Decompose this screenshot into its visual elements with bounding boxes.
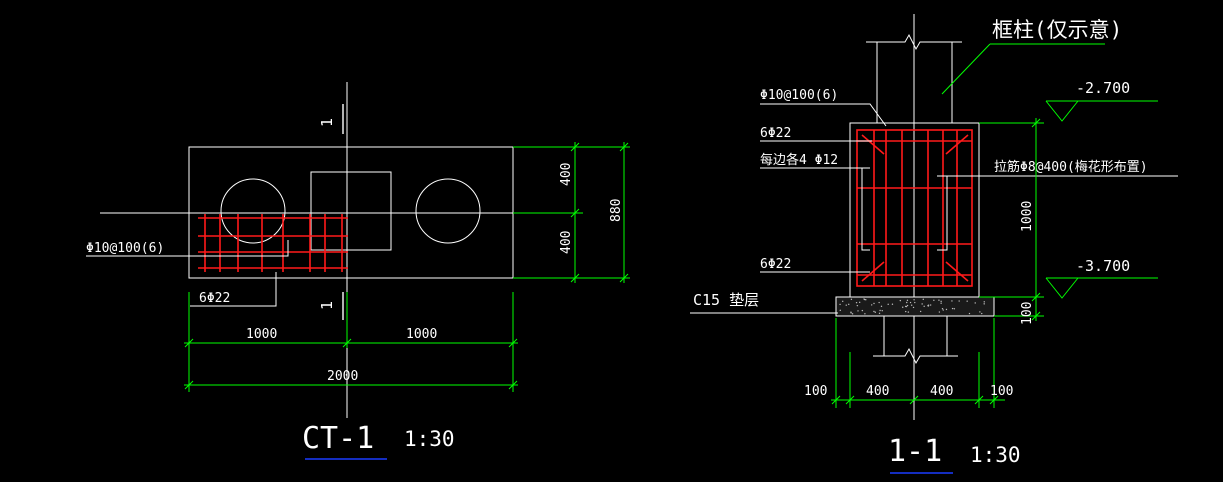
stirrup-label: Φ10@100(6) [86,241,164,256]
section-vertical-dims [979,118,1044,321]
dim-bottom-400: 400 [559,231,574,254]
bottom-dim-lines [184,292,518,392]
bottom-bar-label: 6Φ22 [760,257,791,272]
stirrup-leader [86,240,289,257]
rebar-grid [198,214,348,272]
section-rebar [856,129,973,287]
elevation-top: -2.700 [1076,79,1130,97]
top-bar-label: 6Φ22 [760,126,791,141]
section-1-1-view: Φ10@100(6) 6Φ22 每边各4 Φ12 6Φ22 C15 垫层 拉筋Φ… [690,14,1178,474]
dim-right-100: 100 [990,384,1013,399]
column-note: 框柱(仅示意) [992,18,1122,42]
right-dim-lines [513,142,630,283]
pile-below [873,316,958,365]
right-scale: 1:30 [970,443,1021,467]
dim-total-880: 880 [609,199,624,222]
section-bottom-dims [831,318,1005,408]
tie-label: 拉筋Φ8@400(梅花形布置) [994,159,1148,175]
ct1-plan-view: 1 1 Φ10@100(6) 6Φ22 400 400 880 [86,82,630,460]
left-scale: 1:30 [404,427,455,451]
left-pile-circle [220,178,286,244]
stirrup-label-r: Φ10@100(6) [760,88,838,103]
elevation-bottom: -3.700 [1076,257,1130,275]
dim-total-2000: 2000 [327,369,358,384]
section-mark-top-label: 1 [318,118,336,127]
right-pile-circle [415,178,481,244]
column-above [866,33,962,123]
dim-height-1000: 1000 [1020,201,1035,232]
dim-right-1000: 1000 [406,327,437,342]
main-bar-leader [190,272,277,307]
dim-right-400: 400 [930,384,953,399]
cushion-hatch [839,298,985,315]
right-title: 1-1 [888,434,942,469]
dim-cushion-100: 100 [1020,302,1035,325]
dim-left-100: 100 [804,384,827,399]
main-bar-label: 6Φ22 [199,291,230,306]
section-mark-bottom-label: 1 [318,301,336,310]
dim-left-400: 400 [866,384,889,399]
left-title: CT-1 [302,421,374,456]
cushion-layer [835,296,995,317]
column-square [310,171,392,251]
elevation-top-marker [1045,100,1158,122]
elevation-bottom-marker [1045,277,1158,299]
cushion-label: C15 垫层 [693,291,759,309]
dim-top-400: 400 [559,163,574,186]
side-bar-label: 每边各4 Φ12 [760,152,838,168]
column-note-leader [941,43,991,95]
dim-left-1000: 1000 [246,327,277,342]
stirrup-leader-r [760,103,887,127]
